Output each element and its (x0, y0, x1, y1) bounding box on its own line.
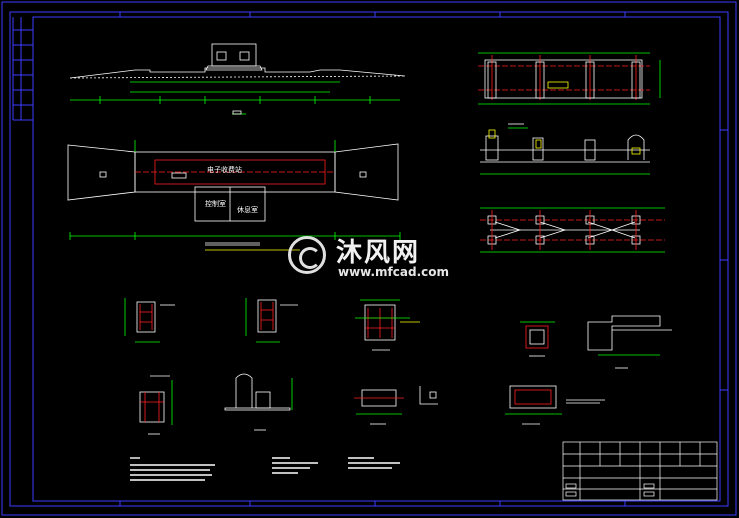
canopy-plan (478, 52, 661, 105)
booth-left-label: 控制室 (205, 199, 226, 208)
watermark-logo-icon (288, 236, 326, 274)
drawing-notes (130, 457, 400, 481)
watermark: 沐风网 www.mfcad.com (288, 232, 458, 280)
elevation-view (69, 43, 406, 115)
detail-row-2 (139, 373, 605, 435)
watermark-url: www.mfcad.com (338, 265, 449, 279)
plan-label: 电子收费站 (207, 165, 242, 174)
title-block (562, 441, 718, 501)
plan-view (67, 140, 401, 251)
canopy-elevation (480, 123, 650, 175)
detail-row-1 (124, 298, 672, 369)
foundation-plan (480, 207, 665, 253)
booth-right-label: 休息室 (237, 205, 258, 214)
watermark-brand: 沐风网 (336, 238, 421, 268)
